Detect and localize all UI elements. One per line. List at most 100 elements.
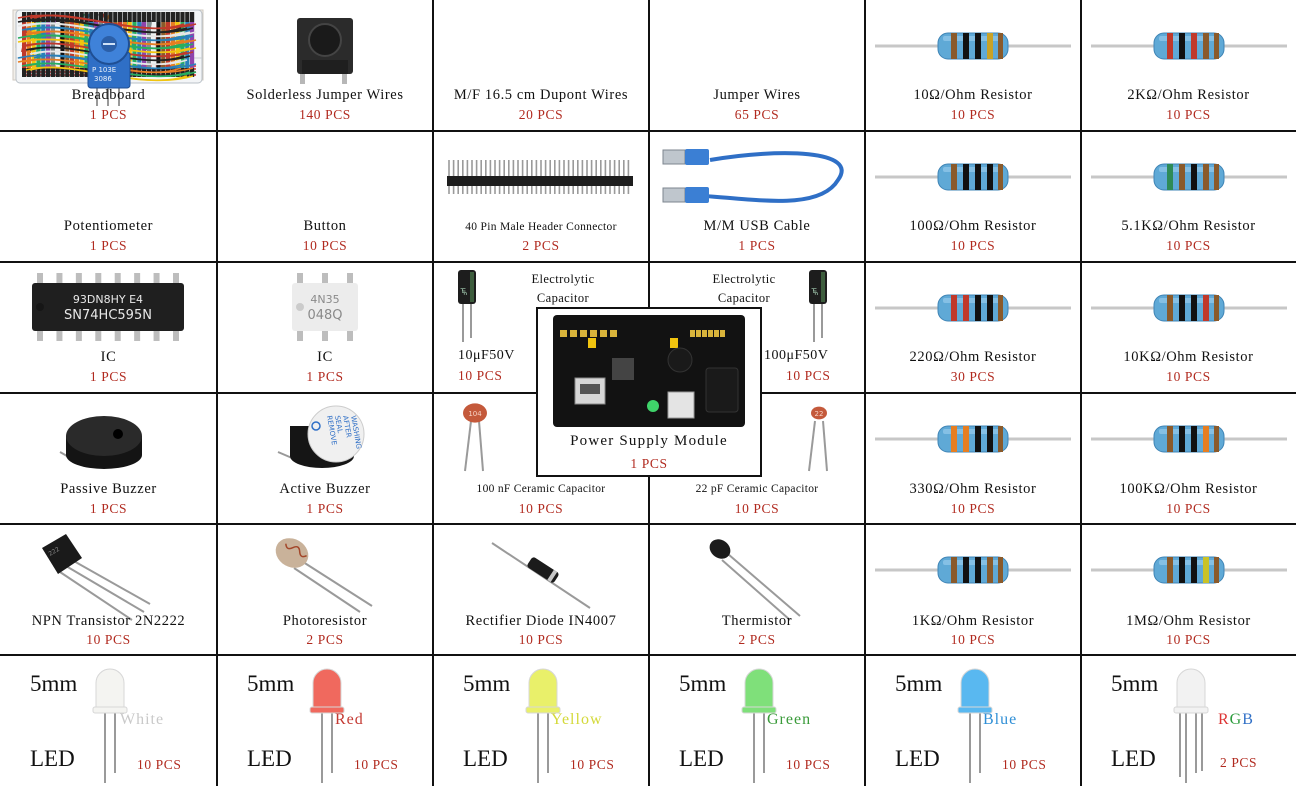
led-type-label: LED: [30, 746, 75, 771]
buzzer-icon: [59, 416, 142, 469]
led-color-label: RGB: [1218, 711, 1254, 728]
photoresistor-icon: [275, 538, 373, 613]
ceramic-capacitor-icon: 22: [808, 406, 828, 472]
component-name: Solderless Jumper Wires: [246, 87, 404, 103]
grid-divider: [1080, 0, 1082, 786]
component-name: M/M USB Cable: [703, 218, 811, 234]
led-size-label: 5mm: [679, 671, 727, 696]
quantity-label: 1 PCS: [89, 369, 128, 384]
quantity-label: 10 PCS: [950, 632, 996, 647]
component-name: IC: [317, 349, 333, 365]
resistor-icon: [875, 556, 1071, 584]
component-name: Breadboard: [71, 87, 146, 103]
quantity-label: 10 PCS: [518, 632, 564, 647]
component-name: IC: [100, 349, 117, 365]
thermistor-icon: [709, 539, 801, 621]
resistor-icon: [1091, 294, 1287, 322]
ceramic-capacitor-icon: 104: [463, 403, 487, 472]
resistor-icon: [875, 163, 1071, 191]
led-size-label: 5mm: [30, 671, 78, 696]
quantity-label: 10 PCS: [1166, 632, 1211, 647]
svg-text:SEAL: SEAL: [333, 415, 344, 434]
resistor-icon: [875, 294, 1071, 322]
svg-text:P 103E: P 103E: [92, 66, 116, 74]
component-name: 22 pF Ceramic Capacitor: [695, 483, 819, 495]
grid-divider: [216, 0, 218, 786]
resistor-icon: [875, 32, 1071, 60]
quantity-label: 2 PCS: [522, 238, 560, 253]
quantity-label: 10 PCS: [1002, 757, 1047, 772]
svg-text:AFTER: AFTER: [341, 415, 353, 438]
push-button-icon: [297, 18, 353, 84]
component-name: 100KΩ/Ohm Resistor: [1119, 481, 1258, 497]
led-size-label: 5mm: [463, 671, 511, 696]
led-size-label: 5mm: [1111, 671, 1159, 696]
component-name: 10Ω/Ohm Resistor: [913, 87, 1033, 103]
pin-header-icon: [447, 160, 633, 194]
led-icon: [525, 668, 561, 783]
quantity-label: 10 PCS: [1166, 238, 1211, 253]
component-cell-npn-transistor: NPN Transistor 2N2222 10 PCS: [0, 524, 217, 655]
quantity-label: 10 PCS: [786, 757, 831, 772]
component-name: 330Ω/Ohm Resistor: [909, 481, 1037, 497]
diode-icon: [491, 542, 591, 609]
grid-divider: [432, 0, 434, 786]
svg-text:μF: μF: [811, 288, 818, 296]
quantity-label: 1 PCS: [89, 107, 128, 122]
led-type-label: LED: [895, 746, 940, 771]
component-cell-resistor-1k: 1KΩ/Ohm Resistor 10 PCS: [865, 524, 1081, 655]
component-name: NPN Transistor 2N2222: [31, 613, 186, 629]
component-name: Passive Buzzer: [60, 481, 157, 497]
led-color-label: Green: [767, 711, 812, 728]
component-name: 1KΩ/Ohm Resistor: [911, 613, 1035, 629]
quantity-label: 10 PCS: [950, 107, 996, 122]
capacitor-type-line: Capacitor: [717, 291, 771, 305]
led-size-label: 5mm: [895, 671, 943, 696]
resistor-icon: [1091, 32, 1287, 60]
quantity-label: 10 PCS: [86, 632, 131, 647]
quantity-label: 10 PCS: [354, 757, 399, 772]
quantity-label: 2 PCS: [1220, 755, 1258, 770]
component-name: 10KΩ/Ohm Resistor: [1123, 349, 1254, 365]
component-cell-ic-595: IC 1 PCS: [0, 262, 217, 393]
component-name: Active Buzzer: [279, 481, 371, 497]
quantity-label: 10 PCS: [1166, 501, 1211, 516]
component-cell-resistor-100k: 100KΩ/Ohm Resistor 10 PCS: [1081, 393, 1296, 524]
component-cell-header-connector: 40 Pin Male Header Connector 2 PCS: [433, 131, 649, 262]
component-cell-ic-4n35: IC 1 PCS: [217, 262, 433, 393]
quantity-label: 1 PCS: [89, 501, 128, 516]
led-icon: [741, 668, 777, 783]
resistor-icon: [1091, 425, 1287, 453]
quantity-label: 1 PCS: [306, 369, 344, 384]
capacitor-value-label: 10μF50V: [458, 348, 515, 363]
quantity-label: 10 PCS: [950, 238, 996, 253]
component-name: Button: [303, 218, 347, 234]
component-name: 40 Pin Male Header Connector: [465, 221, 617, 233]
quantity-label: 1 PCS: [630, 456, 668, 471]
component-name: Jumper Wires: [713, 87, 801, 103]
quantity-label: 10 PCS: [570, 757, 615, 772]
svg-text:104: 104: [468, 410, 482, 418]
quantity-label: 10 PCS: [1166, 107, 1211, 122]
component-name: M/F 16.5 cm Dupont Wires: [453, 87, 629, 103]
